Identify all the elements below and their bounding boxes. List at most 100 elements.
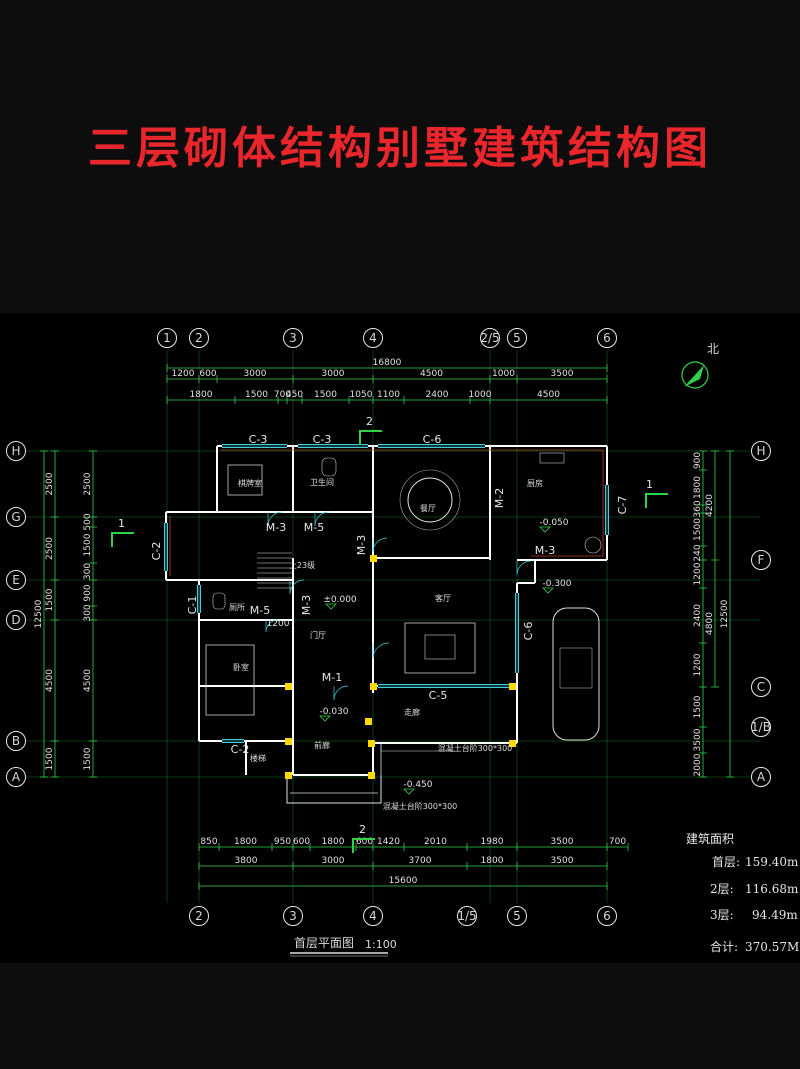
north-arrow-icon bbox=[684, 365, 704, 387]
dim-top-row2-label-1: 1500 bbox=[245, 390, 268, 400]
door-tag-5: M-5 bbox=[250, 604, 270, 617]
dim-top-row2-label-3: 450 bbox=[286, 390, 303, 400]
area-row-1-value: 159.40m bbox=[745, 855, 799, 869]
axis-bottom-3-circle bbox=[457, 906, 477, 926]
drawing-scale: 1:100 bbox=[365, 938, 397, 951]
door-tag-4: M-3 bbox=[535, 544, 555, 557]
dim-right-inner-label-0: 900 bbox=[693, 452, 703, 469]
dim-left-outer-label-3: 4500 bbox=[45, 669, 55, 692]
column-7 bbox=[285, 772, 292, 779]
dim-right-mid-label-0: 4200 bbox=[705, 494, 715, 517]
door-swing-4 bbox=[289, 579, 305, 595]
elevation-label-4: -0.450 bbox=[403, 780, 432, 790]
door-tag-3: M-2 bbox=[493, 488, 506, 508]
dim-left-inner-label-3: 300 bbox=[83, 563, 93, 580]
elevation-triangle-3 bbox=[319, 715, 331, 722]
dim-left-inner-label-6: 4500 bbox=[83, 669, 93, 692]
axis-top-0-circle bbox=[157, 328, 177, 348]
door-swing-2 bbox=[372, 537, 388, 553]
dining-chairs-ring bbox=[399, 469, 461, 531]
door-tag-7: M-1 bbox=[322, 671, 342, 684]
axis-top-6-circle bbox=[597, 328, 617, 348]
dim-left-inner-label-4: 900 bbox=[83, 584, 93, 601]
dim-bottom-row2-label-2: 3700 bbox=[409, 856, 432, 866]
room-label-6: 门厅 bbox=[310, 630, 326, 640]
room-label-7: 客厅 bbox=[435, 593, 451, 603]
axis-top-5-circle bbox=[507, 328, 527, 348]
axis-bottom-4-circle bbox=[507, 906, 527, 926]
door-swing-3 bbox=[516, 560, 532, 576]
dim-right-inner-label-8: 1500 bbox=[693, 695, 703, 718]
axis-top-6-label: 6 bbox=[603, 331, 611, 345]
axis-left-3-circle bbox=[6, 610, 26, 630]
axis-top-2-label: 3 bbox=[289, 331, 297, 345]
dim-right-total-label-0: 12500 bbox=[720, 599, 730, 628]
coffee-table bbox=[424, 634, 456, 660]
axis-top-3-label: 4 bbox=[369, 331, 377, 345]
section-mark-label-0: 1 bbox=[118, 517, 125, 530]
dim-left-inner-label-5: 300 bbox=[83, 604, 93, 621]
elevation-triangle-4 bbox=[403, 788, 415, 795]
window-tag-4: C-7 bbox=[616, 496, 629, 515]
section-mark-label-2: 2 bbox=[366, 415, 373, 428]
column-9 bbox=[365, 718, 372, 725]
axis-left-0-circle bbox=[6, 441, 26, 461]
room-label-5: 卧室 bbox=[233, 662, 249, 672]
dim-bottom-total-label-0: 15600 bbox=[389, 876, 418, 886]
banner-title: 三层砌体结构别墅建筑结构图 bbox=[88, 123, 712, 174]
sofa-set bbox=[404, 622, 476, 674]
axis-left-4-circle bbox=[6, 731, 26, 751]
north-arrow-circle bbox=[681, 361, 709, 389]
axis-left-4-label: B bbox=[12, 734, 20, 748]
note-steps-2: 混凝土台阶300*300 bbox=[383, 801, 458, 811]
axis-bottom-1-circle bbox=[283, 906, 303, 926]
room-label-9: 前廊 bbox=[314, 740, 330, 750]
axis-left-3-label: D bbox=[11, 613, 20, 627]
dim-right-inner-label-9: 3500 bbox=[693, 728, 703, 751]
dim-top-row1-label-5: 1000 bbox=[492, 369, 515, 379]
dim-right-inner-label-4: 240 bbox=[693, 544, 703, 561]
wall-lining-north bbox=[221, 449, 604, 557]
dim-top-row2-label-8: 1000 bbox=[469, 390, 492, 400]
dim-left-outer-label-1: 2500 bbox=[45, 537, 55, 560]
axis-top-1-circle bbox=[189, 328, 209, 348]
elevation-triangle-0 bbox=[325, 603, 337, 610]
dim-bottom-row1-label-6: 1420 bbox=[377, 837, 400, 847]
dim-top-row2-label-9: 4500 bbox=[537, 390, 560, 400]
column-2 bbox=[285, 683, 292, 690]
dim-bottom-row1-label-0: 850 bbox=[200, 837, 217, 847]
section-mark-0 bbox=[111, 532, 134, 547]
column-3 bbox=[285, 738, 292, 745]
dim-left-inner-label-1: 500 bbox=[83, 513, 93, 530]
window-tag-0: C-3 bbox=[249, 433, 268, 446]
room-label-10: 楼梯 bbox=[250, 753, 266, 763]
door-swing-1 bbox=[314, 511, 330, 527]
axis-left-1-label: G bbox=[11, 510, 20, 524]
door-tag-6: M-3 bbox=[300, 595, 313, 615]
car-roof bbox=[559, 647, 593, 689]
dim-top-row1-label-2: 3000 bbox=[244, 369, 267, 379]
dim-left-inner-label-2: 1500 bbox=[83, 533, 93, 556]
dim-right-inner-label-5: 1200 bbox=[693, 562, 703, 585]
dim-right-inner-label-2: 360 bbox=[693, 500, 703, 517]
dining-table bbox=[407, 477, 453, 523]
toilet-small bbox=[212, 592, 226, 610]
axis-top-0-label: 1 bbox=[163, 331, 171, 345]
room-label-0: 棋牌室 bbox=[238, 478, 262, 488]
dim-right-inner-label-10: 2000 bbox=[693, 753, 703, 776]
dim-right-inner-label-6: 2400 bbox=[693, 604, 703, 627]
axis-right-1-label: F bbox=[758, 553, 765, 567]
axis-left-5-label: A bbox=[12, 770, 21, 784]
axis-left-2-label: E bbox=[12, 573, 20, 587]
dim-top-row2-label-0: 1800 bbox=[190, 390, 213, 400]
elevation-label-3: -0.030 bbox=[319, 707, 348, 717]
dim-top-row2-label-4: 1500 bbox=[314, 390, 337, 400]
dim-bottom-row1-label-1: 1800 bbox=[234, 837, 257, 847]
door-swing-5 bbox=[372, 642, 390, 660]
dim-bottom-row1-label-10: 700 bbox=[609, 837, 626, 847]
axis-bottom-4-label: 5 bbox=[513, 909, 521, 923]
dim-top-row1-label-1: 600 bbox=[199, 369, 216, 379]
dim-right-inner-label-3: 1500 bbox=[693, 518, 703, 541]
axis-right-2-label: C bbox=[757, 680, 765, 694]
